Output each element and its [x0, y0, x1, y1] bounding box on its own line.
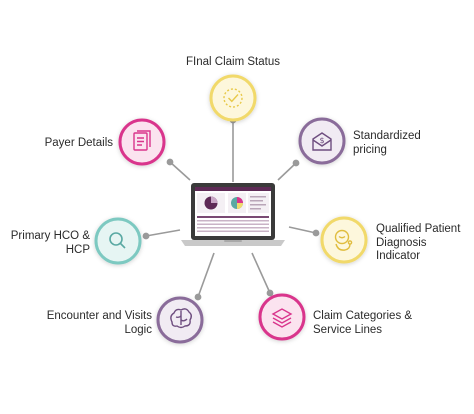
label-primary-hco-line1: Primary HCO &	[10, 230, 90, 242]
connector-final-claim-status	[229, 116, 237, 182]
connector-encounter-visits	[194, 252, 215, 301]
connector-standardized-pricing	[277, 159, 300, 181]
label-primary-hco-line2: HCP	[65, 243, 90, 256]
connector-qualified-patient	[288, 226, 320, 237]
laptop-notch	[224, 240, 242, 242]
label-qualified-patient-line2: Diagnosis	[376, 236, 427, 249]
money-envelope-icon: $	[312, 132, 332, 151]
label-qualified-patient-line1: Qualified Patient	[376, 223, 461, 235]
check-badge-icon	[223, 88, 243, 108]
label-encounter-visits-line2: Logic	[124, 323, 153, 336]
label-qualified-patient-line3: Indicator	[376, 250, 421, 262]
label-standardized-pricing-line2: pricing	[353, 143, 387, 156]
screen-lines-right	[250, 196, 266, 210]
label-standardized-pricing: Standardized pricing	[353, 130, 421, 157]
laptop-base	[181, 240, 285, 246]
label-claim-categories: Claim Categories & Service Lines	[313, 310, 412, 337]
search-icon	[109, 232, 126, 249]
node-circle-standardized-pricing: $	[298, 117, 346, 165]
label-claim-categories-line2: Service Lines	[313, 323, 383, 336]
label-encounter-visits-line1: Encounter and Visits	[46, 310, 152, 322]
screen-table-rows	[197, 216, 269, 232]
label-qualified-patient: Qualified Patient Diagnosis Indicator	[376, 223, 460, 264]
node-circle-qualified-patient	[320, 216, 368, 264]
label-primary-hco: Primary HCO & HCP	[0, 230, 90, 257]
connectors	[142, 116, 320, 301]
connector-payer-details	[166, 158, 191, 181]
label-encounter-visits: Encounter and Visits Logic	[14, 310, 152, 337]
node-circle-payer-details	[118, 118, 166, 166]
node-circle-final-claim-status	[209, 74, 257, 122]
label-payer-details: Payer Details	[44, 137, 113, 149]
node-circle-primary-hco	[94, 217, 142, 265]
node-circle-encounter-visits	[156, 296, 204, 344]
connector-primary-hco	[142, 229, 181, 240]
brain-icon	[170, 308, 192, 329]
label-standardized-pricing-line1: Standardized	[353, 130, 421, 142]
label-final-claim-status: FInal Claim Status	[186, 56, 280, 68]
layers-icon	[271, 308, 293, 328]
screen-header-bar	[195, 187, 271, 191]
document-icon	[133, 130, 151, 151]
laptop-illustration	[181, 183, 285, 246]
patient-stethoscope-icon	[334, 229, 353, 251]
connector-claim-categories	[251, 252, 274, 297]
svg-text:$: $	[319, 136, 324, 145]
label-claim-categories-line1: Claim Categories &	[313, 310, 413, 322]
node-circle-claim-categories	[258, 293, 306, 341]
